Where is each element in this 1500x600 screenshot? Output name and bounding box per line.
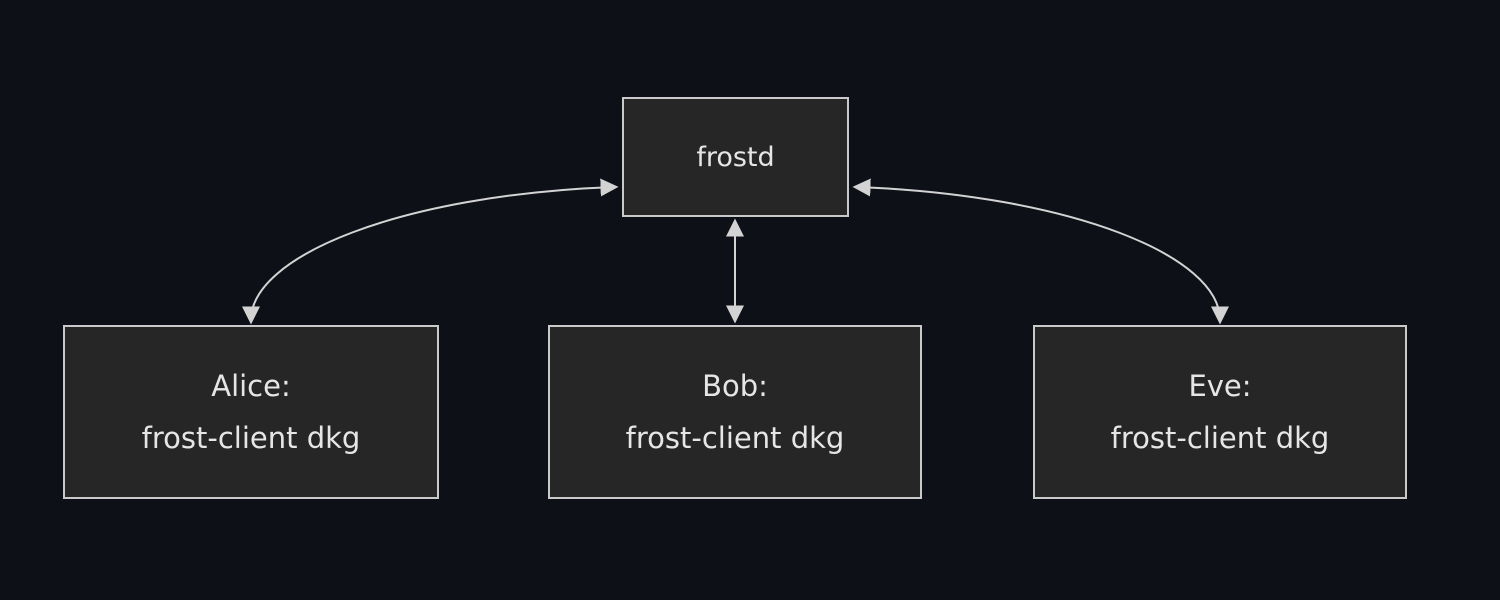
edge-alice-frostd	[242, 178, 619, 325]
node-eve: Eve: frost-client dkg	[1033, 325, 1407, 499]
node-bob-subtitle: frost-client dkg	[625, 421, 845, 455]
edge-eve-frostd	[852, 178, 1229, 325]
node-frostd-label: frostd	[696, 141, 775, 173]
node-eve-subtitle: frost-client dkg	[1110, 421, 1330, 455]
node-frostd: frostd	[622, 97, 849, 217]
node-alice: Alice: frost-client dkg	[63, 325, 439, 499]
node-alice-title: Alice:	[211, 369, 291, 403]
node-alice-subtitle: frost-client dkg	[141, 421, 361, 455]
node-bob-title: Bob:	[702, 369, 768, 403]
node-bob: Bob: frost-client dkg	[548, 325, 922, 499]
node-eve-title: Eve:	[1188, 369, 1252, 403]
